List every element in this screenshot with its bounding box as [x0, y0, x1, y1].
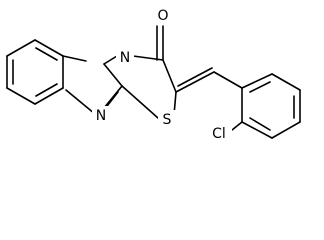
atom-nitrogen-ring: N — [120, 50, 130, 66]
imidazole-ring — [62, 55, 123, 115]
atom-sulfur: S — [163, 112, 172, 128]
structure-diagram: O N N S Cl — [6, 6, 301, 142]
benzo-ring — [6, 39, 64, 105]
chlorophenyl-ring — [231, 73, 301, 139]
carbonyl-bond — [156, 25, 164, 61]
benzylidene-link — [175, 67, 243, 93]
atom-chlorine: Cl — [212, 126, 226, 142]
thiazolone-ring — [103, 55, 177, 119]
atom-nitrogen-imine: N — [96, 108, 106, 124]
atom-oxygen: O — [157, 8, 168, 24]
molecule-drawing: O N N S Cl — [6, 6, 301, 142]
